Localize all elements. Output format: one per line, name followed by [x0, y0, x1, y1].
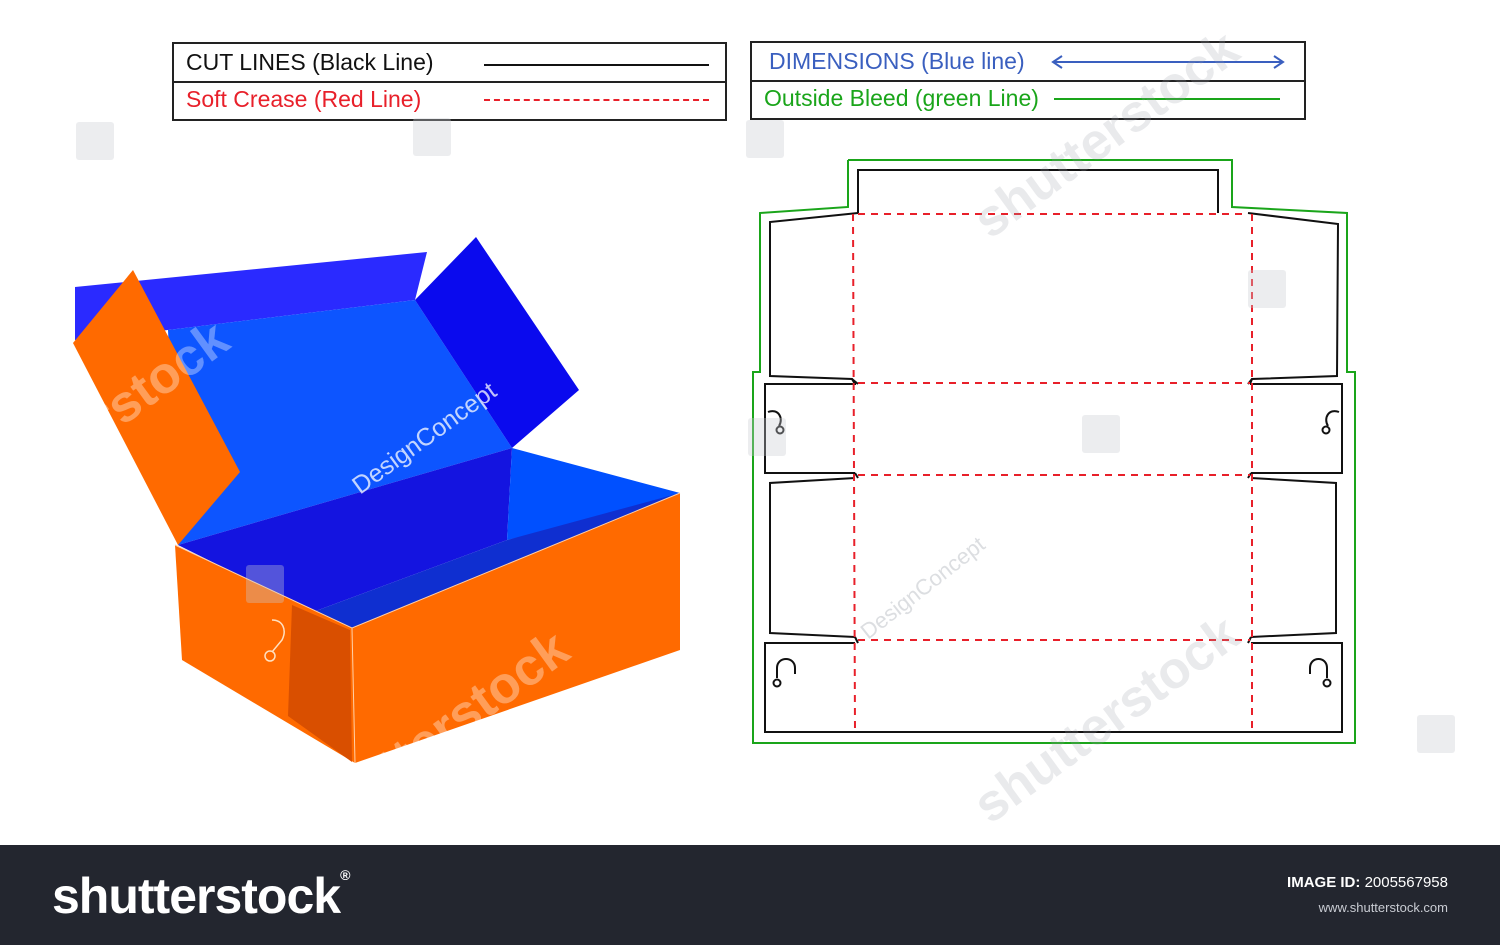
legend-box-left: CUT LINES (Black Line) Soft Crease (Red …	[172, 42, 727, 121]
image-id-label: IMAGE ID:	[1287, 874, 1361, 891]
dimension-arrow-icon	[1051, 55, 1285, 69]
hang-hole-icons	[767, 410, 1340, 688]
footer-bar: shutterstock® IMAGE ID: 2005567958 www.s…	[0, 845, 1500, 945]
box-floor	[313, 493, 680, 628]
box-inner-right-wall	[507, 448, 680, 540]
cut-lines-label: CUT LINES (Black Line)	[186, 49, 434, 75]
footer-logo-mark: ®	[340, 867, 350, 883]
box-front-right-wall	[352, 493, 680, 763]
box-hang-hole-icon	[271, 619, 285, 653]
box-3d-illustration: DesignConcept shutterstock shutterstock	[0, 237, 681, 790]
shutterstock-logo[interactable]: shutterstock®	[52, 867, 350, 925]
lid-inner-surface	[168, 300, 512, 545]
cut-line-sample	[484, 64, 709, 66]
legend-row-cut-lines: CUT LINES (Black Line)	[174, 44, 725, 83]
outside-bleed-outline	[752, 159, 1356, 744]
legend-row-soft-crease: Soft Crease (Red Line)	[174, 81, 725, 118]
watermark-designconcept-right: DesignConcept	[856, 532, 990, 644]
watermark-shutterstock-right-top: shutterstock	[963, 19, 1250, 249]
box-side-tuck-flap	[288, 605, 352, 762]
cut-lines	[764, 169, 1343, 733]
box-inner-back-wall	[178, 448, 512, 612]
footer-logo-text: shutterstock	[52, 868, 341, 924]
footer-url[interactable]: www.shutterstock.com	[1318, 900, 1448, 915]
watermark-badges	[76, 118, 1455, 753]
soft-crease-lines	[852, 213, 1253, 733]
legend-row-outside-bleed: Outside Bleed (green Line)	[752, 80, 1304, 117]
lid-right-flap	[415, 237, 579, 448]
lid-back-panel	[75, 252, 427, 340]
bleed-line-sample	[1054, 98, 1280, 100]
image-id: IMAGE ID: 2005567958	[1287, 874, 1448, 891]
outside-bleed-label: Outside Bleed (green Line)	[764, 85, 1039, 111]
image-id-value: 2005567958	[1364, 874, 1448, 891]
dimensions-label: DIMENSIONS (Blue line)	[769, 48, 1025, 74]
legend-row-dimensions: DIMENSIONS (Blue line)	[752, 43, 1304, 82]
legend-box-right: DIMENSIONS (Blue line) Outside Bleed (gr…	[750, 41, 1306, 120]
soft-crease-label: Soft Crease (Red Line)	[186, 86, 422, 112]
watermark-shutterstock-right-bottom: shutterstock	[963, 604, 1250, 834]
crease-line-sample	[484, 99, 709, 101]
lid-left-flap	[73, 270, 240, 545]
dieline-diagram: DesignConcept shutterstock shutterstock	[76, 19, 1455, 835]
